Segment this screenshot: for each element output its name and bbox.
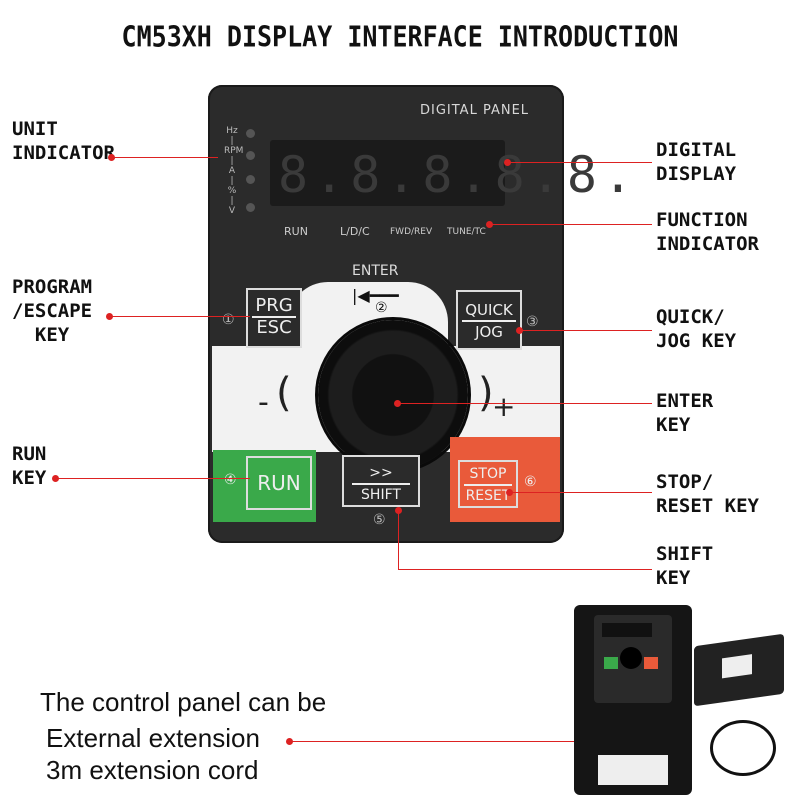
shift-button[interactable]: >> SHIFT [342,455,420,507]
number-3: ③ [526,314,539,330]
prg-esc-button[interactable]: PRG ESC [246,288,302,348]
program-escape-label: PROGRAM /ESCAPE KEY [12,276,93,346]
leader-enter [398,403,652,404]
enter-caption: ENTER [352,263,399,279]
plus-sign: + [492,390,516,423]
leader-dot [106,313,113,320]
stop-label: STOP [464,464,512,486]
panel-cover-photo [694,633,784,707]
unit-percent: % [227,186,237,196]
function-indicator-label: FUNCTION INDICATOR [656,209,759,255]
unit-list: Hz | RPM | A | % | V [224,126,244,216]
run-key-label: RUN KEY [12,443,47,489]
unit-led [246,151,255,160]
display-digits: 8.8.8.8.8. [278,146,640,204]
quick-label: QUICK [462,300,516,322]
leader-dot [395,507,402,514]
page-title: CM53XH DISPLAY INTERFACE INTRODUCTION [121,19,679,54]
digital-display [270,140,505,206]
number-5: ⑤ [373,512,386,528]
unit-a: A [228,166,236,176]
unit-led [246,203,255,212]
esc-label: ESC [256,317,292,338]
leader-caption [290,741,574,742]
ccw-arrow-icon: ( [276,370,292,416]
leader-stop [510,492,652,493]
shift-arrows: >> [369,465,393,481]
leader-prg [110,316,250,317]
function-tune-tc: TUNE/TC [447,227,486,237]
leader-dot [516,327,523,334]
leader-dot [52,475,59,482]
leader-dot [506,489,513,496]
panel-title: DIGITAL PANEL [420,103,530,118]
leader-dot [504,159,511,166]
quick-jog-label: QUICK/ JOG KEY [656,306,737,352]
minus-sign: - [258,385,269,420]
stop-reset-label: STOP/ RESET KEY [656,471,759,517]
quick-jog-button[interactable]: QUICK JOG [456,290,522,350]
leader-shift-vertical [398,510,399,570]
leader-unit [112,157,218,158]
leader-dot [286,738,293,745]
leader-quick [520,330,652,331]
function-run: RUN [284,225,308,238]
unit-v: V [228,206,236,216]
leader-dot [394,400,401,407]
leader-display [508,162,652,163]
digital-display-label: DIGITAL DISPLAY [656,139,737,185]
run-button[interactable]: RUN [246,456,312,510]
number-6: ⑥ [524,474,537,490]
prg-label: PRG [252,296,296,318]
enter-arrow-icon: |◀━━━ [352,286,399,305]
unit-rpm: RPM [224,146,244,156]
shift-label: SHIFT [352,483,410,505]
reset-label: RESET [465,488,511,504]
leader-run [56,478,250,479]
function-ldc: L/D/C [340,225,370,238]
leader-dot [108,154,115,161]
caption-line-3: 3m extension cord [46,755,259,785]
unit-indicator-label: UNIT INDICATOR [12,118,115,164]
caption-line-2: External extension [46,723,260,753]
unit-hz: Hz [226,126,238,136]
inverter-photo [574,605,692,795]
number-2: ② [375,300,388,316]
number-4: ④ [224,472,237,488]
cw-arrow-icon: ) [478,370,494,416]
leader-shift [398,569,652,570]
jog-label: JOG [475,323,503,341]
extension-cable-photo [710,720,776,776]
function-fwd-rev: FWD/REV [390,227,433,237]
unit-led [246,175,255,184]
caption-line-1: The control panel can be [40,687,327,717]
leader-function [490,224,652,225]
shift-key-label: SHIFT KEY [656,543,714,589]
enter-key-label: ENTER KEY [656,390,714,436]
leader-dot [486,221,493,228]
unit-led [246,129,255,138]
enter-knob[interactable] [318,320,468,470]
number-1: ① [222,312,235,328]
stop-reset-button[interactable]: STOP RESET [458,460,518,508]
